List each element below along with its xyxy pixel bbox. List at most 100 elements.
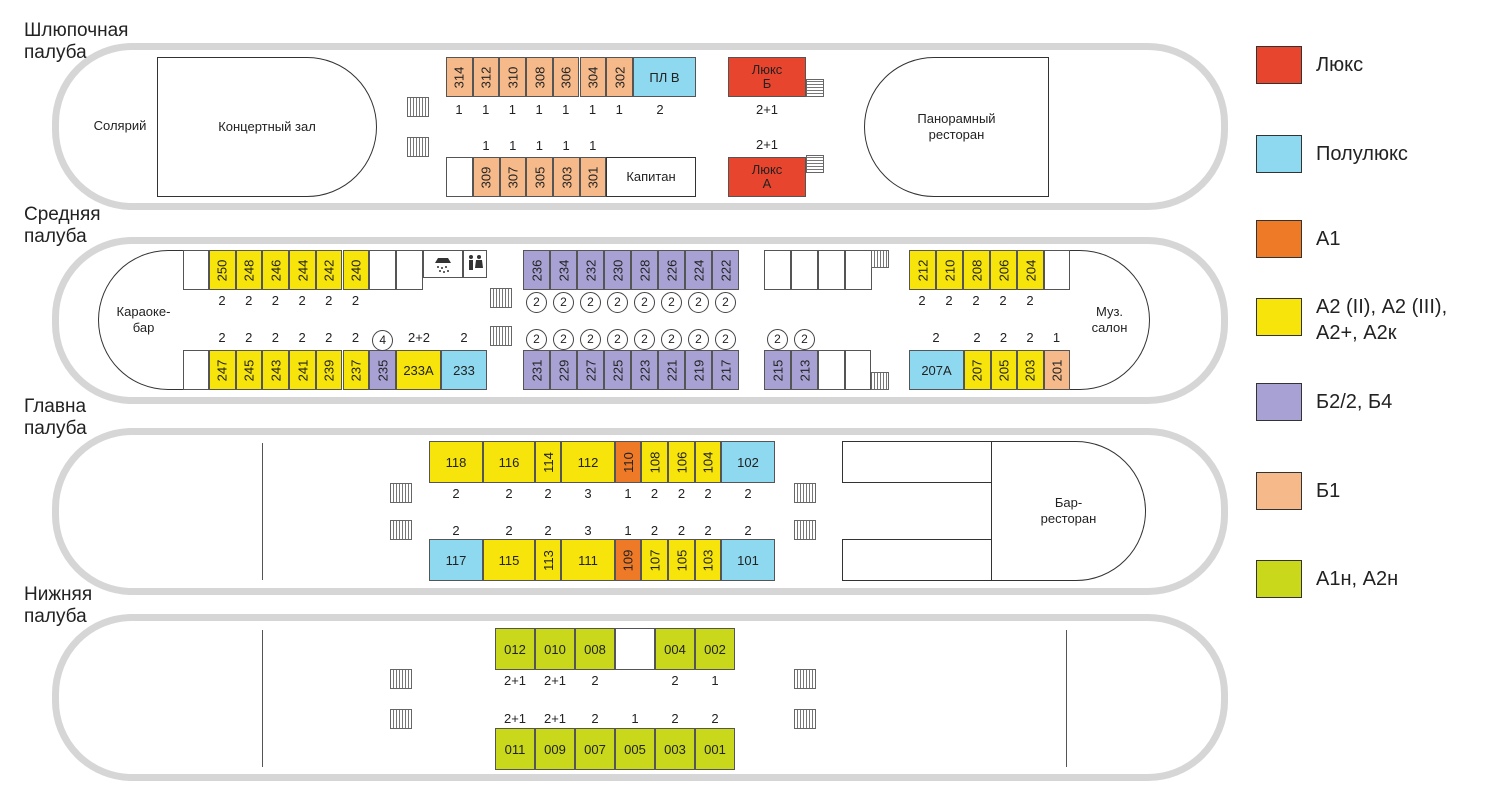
cabin-Люкс Б[interactable]: Люкс Б xyxy=(728,57,806,97)
service-room xyxy=(842,539,992,581)
cabin-003[interactable]: 003 xyxy=(655,728,695,770)
cabin-236[interactable]: 236 xyxy=(523,250,550,290)
capacity-label: 1 xyxy=(589,138,597,153)
cabin-102[interactable]: 102 xyxy=(721,441,775,483)
cabin-240[interactable]: 240 xyxy=(342,250,370,290)
cabin-010[interactable]: 010 xyxy=(535,628,575,670)
cabin-230[interactable]: 230 xyxy=(604,250,631,290)
cabin-302[interactable]: 302 xyxy=(606,57,633,97)
cabin-246[interactable]: 246 xyxy=(262,250,290,290)
cabin-241[interactable]: 241 xyxy=(289,350,316,390)
cabin-227[interactable]: 227 xyxy=(577,350,604,390)
cabin-115[interactable]: 115 xyxy=(483,539,535,581)
cabin-207А[interactable]: 207А xyxy=(909,350,964,390)
cabin-310[interactable]: 310 xyxy=(499,57,527,97)
cabin-222[interactable]: 222 xyxy=(712,250,739,290)
cabin-304[interactable]: 304 xyxy=(579,57,607,97)
cabin-250[interactable]: 250 xyxy=(209,250,236,290)
cabin-303[interactable]: 303 xyxy=(553,157,580,197)
capacity-label: 2 xyxy=(650,486,659,501)
cabin-number: 010 xyxy=(544,641,566,657)
cabin-107[interactable]: 107 xyxy=(641,539,668,581)
cabin-233А[interactable]: 233А xyxy=(396,350,441,390)
cabin-101[interactable]: 101 xyxy=(721,539,775,581)
cabin-226[interactable]: 226 xyxy=(658,250,685,290)
cabin-237[interactable]: 237 xyxy=(342,350,370,390)
cabin-ПЛ В[interactable]: ПЛ В xyxy=(633,57,696,97)
cabin-228[interactable]: 228 xyxy=(631,250,658,290)
cabin-213[interactable]: 213 xyxy=(791,350,818,390)
cabin-012[interactable]: 012 xyxy=(495,628,535,670)
cabin-001[interactable]: 001 xyxy=(695,728,735,770)
service-room xyxy=(842,441,992,483)
cabin-Люкс А[interactable]: Люкс А xyxy=(728,157,806,197)
concert-hall[interactable]: Концертный зал xyxy=(157,57,377,197)
cabin-009[interactable]: 009 xyxy=(535,728,575,770)
cabin-247[interactable]: 247 xyxy=(209,350,236,390)
cabin-204[interactable]: 204 xyxy=(1017,250,1044,290)
cabin-306[interactable]: 306 xyxy=(552,57,580,97)
cabin-219[interactable]: 219 xyxy=(685,350,712,390)
cabin-242[interactable]: 242 xyxy=(315,250,343,290)
cabin-244[interactable]: 244 xyxy=(289,250,316,290)
cabin-305[interactable]: 305 xyxy=(526,157,554,197)
cabin-103[interactable]: 103 xyxy=(695,539,721,581)
capacity-label: 2 xyxy=(505,523,513,538)
solarium-label: Солярий xyxy=(93,118,147,133)
cabin-205[interactable]: 205 xyxy=(990,350,1017,390)
cabin-112[interactable]: 112 xyxy=(561,441,615,483)
cabin-number: 221 xyxy=(663,359,679,381)
panoramic-restaurant[interactable]: Панорамный ресторан xyxy=(864,57,1049,197)
cabin-208[interactable]: 208 xyxy=(963,250,990,290)
cabin-number: 231 xyxy=(528,359,544,381)
cabin-007[interactable]: 007 xyxy=(575,728,615,770)
cabin-215[interactable]: 215 xyxy=(764,350,791,390)
cabin-110[interactable]: 110 xyxy=(615,441,641,483)
cabin-225[interactable]: 225 xyxy=(604,350,631,390)
cabin-312[interactable]: 312 xyxy=(472,57,500,97)
cabin-008[interactable]: 008 xyxy=(575,628,615,670)
cabin-113[interactable]: 113 xyxy=(535,539,561,581)
cabin-308[interactable]: 308 xyxy=(526,57,553,97)
cabin-117[interactable]: 117 xyxy=(429,539,483,581)
cabin-005[interactable]: 005 xyxy=(615,728,655,770)
cabin-011[interactable]: 011 xyxy=(495,728,535,770)
cabin-210[interactable]: 210 xyxy=(936,250,963,290)
cabin-206[interactable]: 206 xyxy=(990,250,1017,290)
cabin-201[interactable]: 201 xyxy=(1043,350,1070,390)
cabin-248[interactable]: 248 xyxy=(235,250,263,290)
cabin-106[interactable]: 106 xyxy=(668,441,695,483)
cabin-314[interactable]: 314 xyxy=(446,57,473,97)
cabin-109[interactable]: 109 xyxy=(615,539,641,581)
cabin-111[interactable]: 111 xyxy=(561,539,615,581)
cabin-207[interactable]: 207 xyxy=(964,350,991,390)
cabin-114[interactable]: 114 xyxy=(535,441,561,483)
cabin-301[interactable]: 301 xyxy=(579,157,607,197)
cabin-235[interactable]: 235 xyxy=(369,350,396,390)
cabin-243[interactable]: 243 xyxy=(262,350,290,390)
cabin-116[interactable]: 116 xyxy=(483,441,535,483)
cabin-105[interactable]: 105 xyxy=(668,539,695,581)
cabin-239[interactable]: 239 xyxy=(315,350,343,390)
cabin-108[interactable]: 108 xyxy=(641,441,668,483)
cabin-002[interactable]: 002 xyxy=(695,628,735,670)
cabin-104[interactable]: 104 xyxy=(695,441,721,483)
bar-restaurant[interactable]: Бар- ресторан xyxy=(991,441,1146,581)
cabin-118[interactable]: 118 xyxy=(429,441,483,483)
cabin-223[interactable]: 223 xyxy=(631,350,658,390)
captain-cabin[interactable]: Капитан xyxy=(606,157,696,197)
cabin-245[interactable]: 245 xyxy=(235,350,263,390)
cabin-307[interactable]: 307 xyxy=(499,157,527,197)
cabin-004[interactable]: 004 xyxy=(655,628,695,670)
cabin-231[interactable]: 231 xyxy=(523,350,550,390)
cabin-212[interactable]: 212 xyxy=(909,250,936,290)
cabin-203[interactable]: 203 xyxy=(1017,350,1044,390)
cabin-217[interactable]: 217 xyxy=(712,350,739,390)
cabin-224[interactable]: 224 xyxy=(685,250,712,290)
cabin-309[interactable]: 309 xyxy=(473,157,500,197)
cabin-229[interactable]: 229 xyxy=(550,350,577,390)
cabin-233[interactable]: 233 xyxy=(441,350,487,390)
cabin-232[interactable]: 232 xyxy=(577,250,604,290)
cabin-221[interactable]: 221 xyxy=(658,350,685,390)
cabin-234[interactable]: 234 xyxy=(550,250,577,290)
